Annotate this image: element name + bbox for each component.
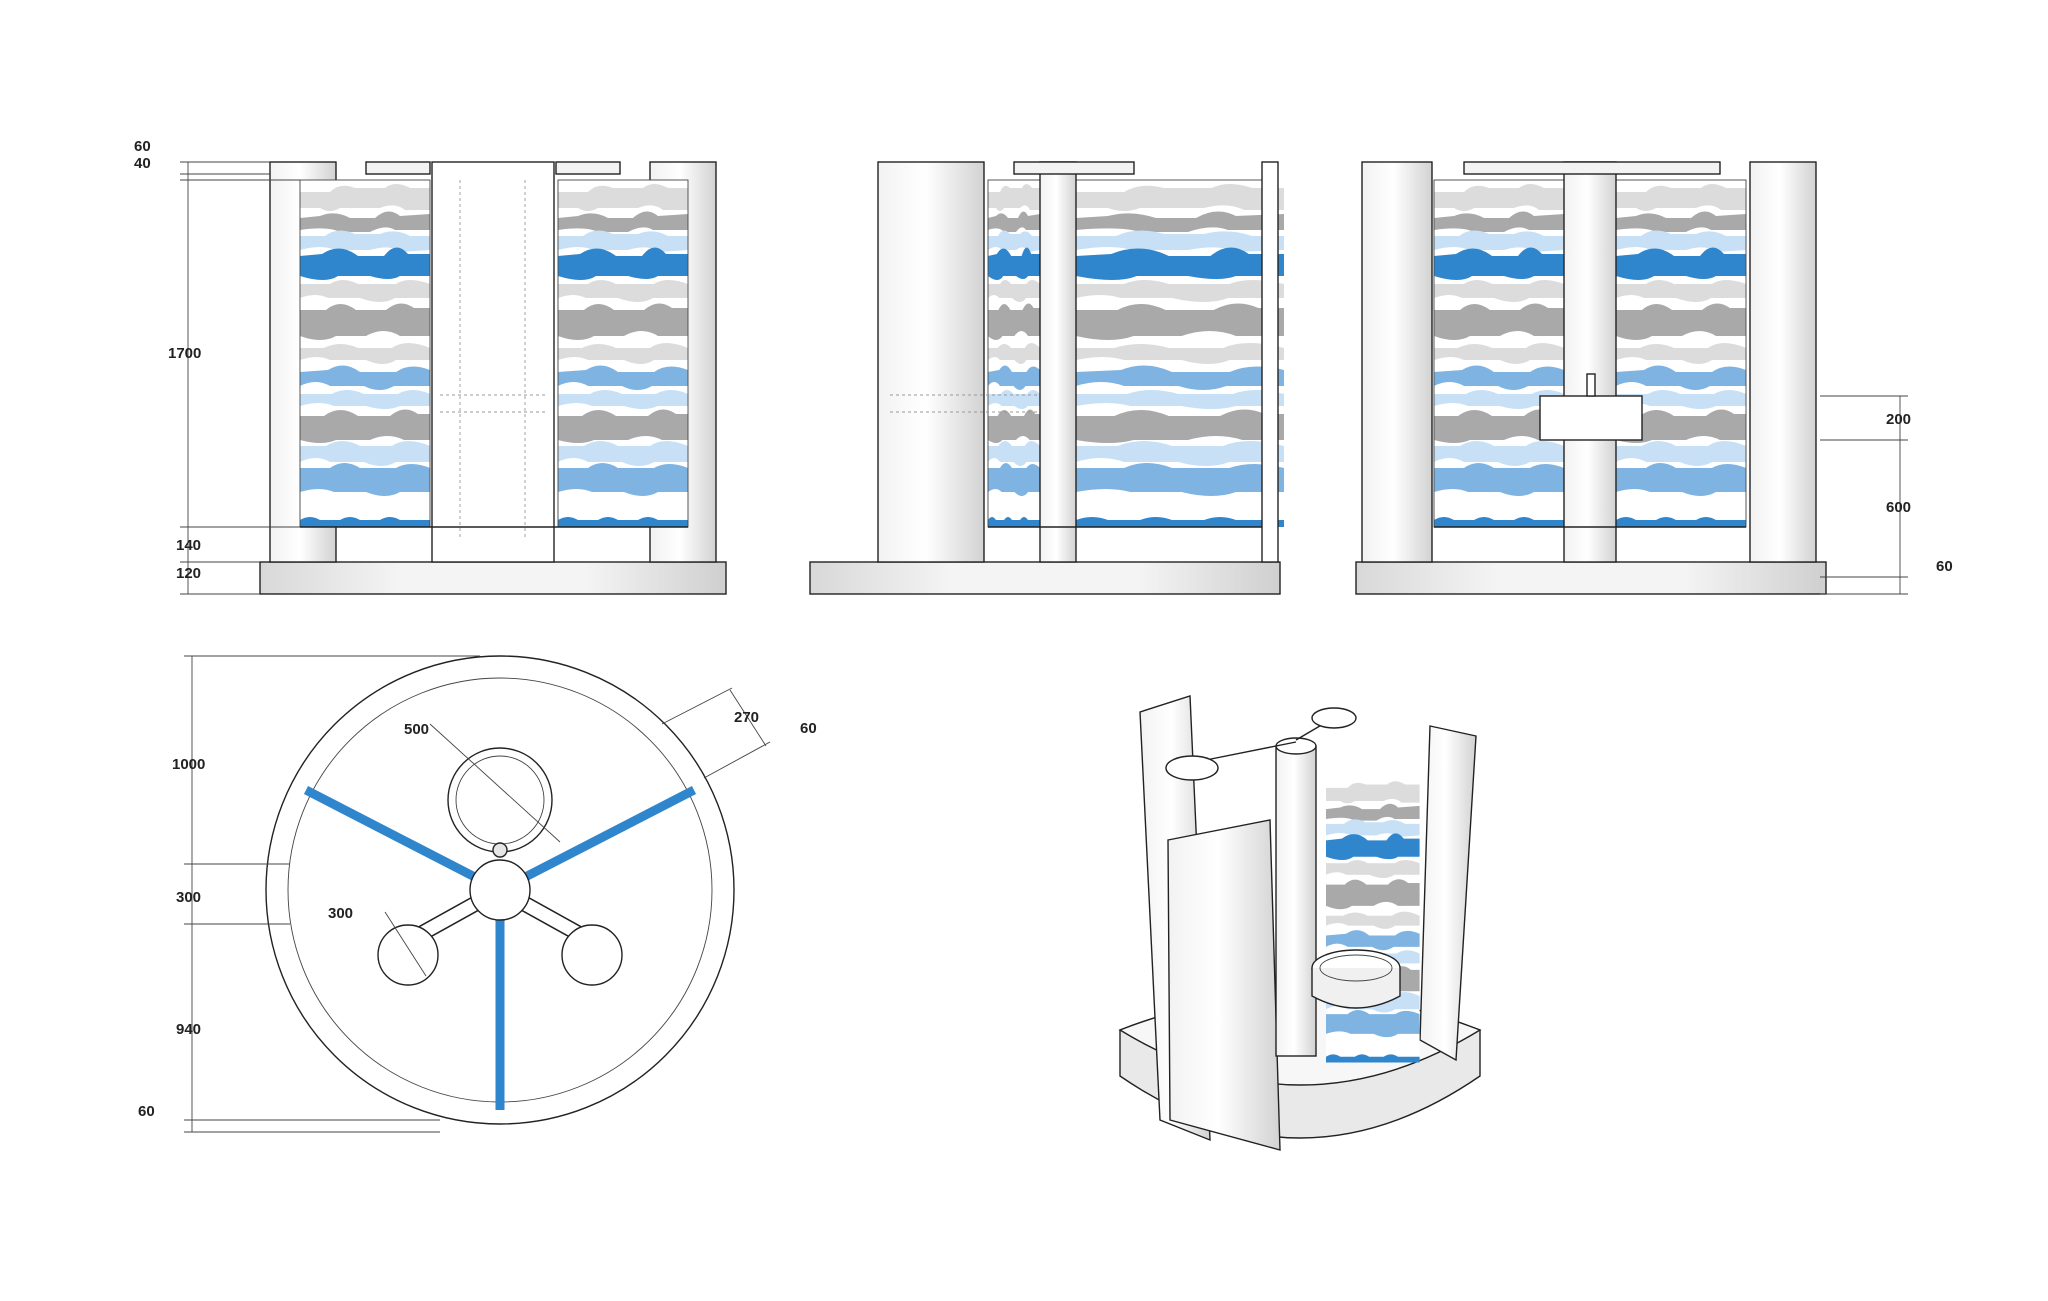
dim-300-left: 300: [176, 889, 201, 906]
dim-60-plan: 60: [138, 1103, 155, 1120]
front-dimension-chain: 60 40 1700 140 120: [134, 138, 300, 595]
dim-140: 140: [176, 537, 201, 554]
dim-600: 600: [1886, 499, 1911, 516]
plan-view: 1000 300 940 60 500 300 270 60: [138, 655, 817, 1133]
rear-dimension-chain: 200 600 60: [1820, 395, 1953, 595]
dim-1700: 1700: [168, 345, 201, 362]
dim-940: 940: [176, 1021, 201, 1038]
side-elevation: [809, 161, 1284, 595]
dim-1000: 1000: [172, 756, 205, 773]
dim-120: 120: [176, 565, 201, 582]
dim-500: 500: [404, 721, 429, 738]
isometric-view: [1118, 695, 1482, 1151]
dim-200: 200: [1886, 411, 1911, 428]
front-elevation: 60 40 1700 140 120: [134, 138, 727, 595]
dim-40: 40: [134, 155, 151, 172]
dim-270: 270: [734, 709, 759, 726]
dim-300-hub: 300: [328, 905, 353, 922]
plan-dimension-chain: 1000 300 940 60 500 300 270 60: [138, 655, 817, 1133]
dim-60-top: 60: [134, 138, 151, 155]
rear-elevation: 200 600 60: [1355, 161, 1953, 595]
dim-60-wall: 60: [800, 720, 817, 737]
dim-60-base: 60: [1936, 558, 1953, 575]
